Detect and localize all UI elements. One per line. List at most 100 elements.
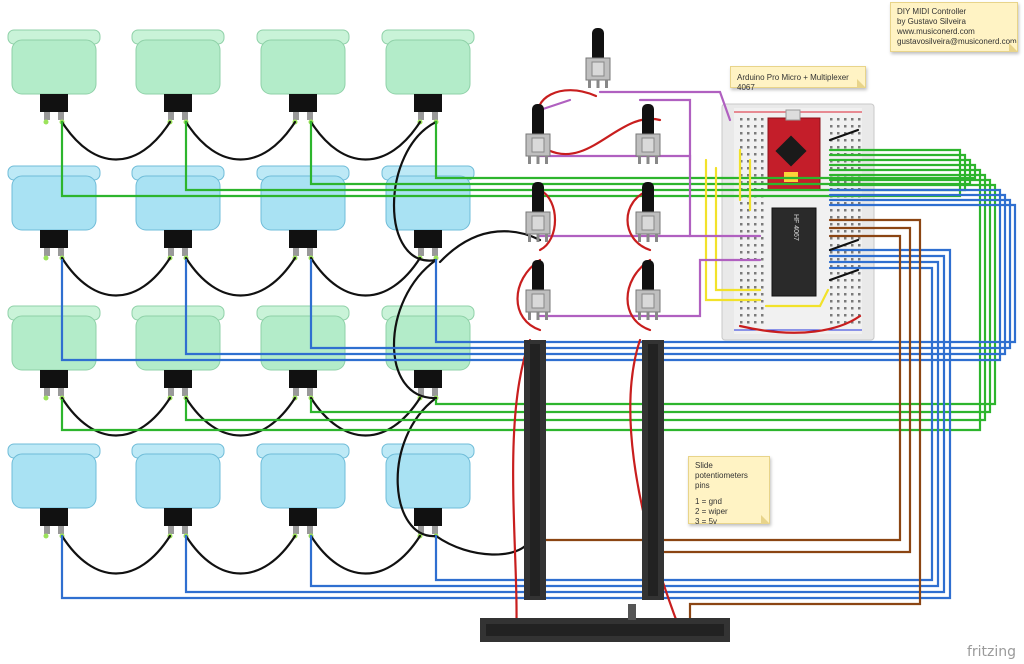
signal-wire-blue (184, 254, 946, 594)
yellow-wire (764, 288, 830, 308)
breadboard-hole (740, 132, 743, 135)
arcade-button-r3-c1[interactable] (7, 305, 101, 401)
power-wire-red (738, 314, 862, 334)
breadboard-hole (858, 244, 861, 247)
arcade-button-r2-c2[interactable] (131, 165, 225, 261)
breadboard-hole (761, 160, 764, 163)
breadboard-hole (837, 258, 840, 261)
breadboard-hole (754, 321, 757, 324)
breadboard-hole (747, 223, 750, 226)
arcade-button-r2-c1[interactable] (7, 165, 101, 261)
breadboard-hole (858, 125, 861, 128)
arcade-button-r3-c2[interactable] (131, 305, 225, 401)
breadboard-hole (740, 139, 743, 142)
breadboard-hole (747, 286, 750, 289)
breadboard-hole (754, 174, 757, 177)
rotary-potentiometer-6[interactable] (525, 260, 551, 320)
breadboard-hole (747, 209, 750, 212)
project-author: by Gustavo Silveira (897, 17, 966, 26)
board-note: Arduino Pro Micro + Multiplexer 4067 (730, 66, 866, 92)
rotary-potentiometer-4[interactable] (525, 182, 551, 242)
breadboard-hole (740, 216, 743, 219)
rotary-potentiometer-3[interactable] (635, 104, 661, 164)
breadboard-hole (761, 293, 764, 296)
breadboard-hole (851, 223, 854, 226)
breadboard-hole (761, 153, 764, 156)
breadboard-hole (754, 209, 757, 212)
breadboard-hole (740, 167, 743, 170)
breadboard-hole (761, 307, 764, 310)
breadboard-hole (754, 230, 757, 233)
power-wire-red (626, 258, 652, 332)
breadboard-hole (740, 237, 743, 240)
arcade-button-r1-c2[interactable] (131, 29, 225, 125)
breadboard-hole (837, 244, 840, 247)
breadboard-hole (754, 160, 757, 163)
pot-wire-purple (538, 98, 572, 112)
breadboard-hole (740, 300, 743, 303)
arcade-button-r3-c3[interactable] (256, 305, 350, 401)
breadboard-hole (844, 314, 847, 317)
breadboard-hole (851, 118, 854, 121)
arcade-button-r4-c2[interactable] (131, 443, 225, 539)
breadboard-hole (858, 272, 861, 275)
signal-wire-blue (184, 193, 1007, 356)
arcade-button-r1-c1[interactable] (7, 29, 101, 125)
breadboard-hole (761, 244, 764, 247)
breadboard-hole (754, 139, 757, 142)
breadboard-hole (858, 265, 861, 268)
breadboard-hole (754, 314, 757, 317)
breadboard-hole (761, 300, 764, 303)
breadboard-hole (747, 181, 750, 184)
breadboard-hole (747, 118, 750, 121)
pot-wire-purple (538, 258, 762, 318)
breadboard-hole (837, 307, 840, 310)
arcade-button-r1-c3[interactable] (256, 29, 350, 125)
multiplexer-chip[interactable]: HF 4067 (771, 207, 817, 297)
slide-note-pin1: 1 = gnd (695, 497, 722, 506)
breadboard-hole (761, 286, 764, 289)
slide-pot-left[interactable] (524, 340, 546, 600)
arcade-button-r4-c4[interactable] (381, 443, 475, 539)
arcade-button-r4-c1[interactable] (7, 443, 101, 539)
arcade-button-r1-c4[interactable] (381, 29, 475, 125)
arcade-button-r2-c3[interactable] (256, 165, 350, 261)
chip-label: HF 4067 (792, 214, 799, 241)
breadboard-hole (747, 174, 750, 177)
wiper-wire-brown (658, 226, 912, 554)
breadboard-hole (761, 132, 764, 135)
ground-wire (184, 534, 297, 575)
breadboard-hole (837, 272, 840, 275)
rotary-potentiometer-2[interactable] (525, 104, 551, 164)
breadboard-hole (830, 314, 833, 317)
breadboard-hole (851, 237, 854, 240)
slide-pot-bottom[interactable] (480, 604, 730, 642)
breadboard-hole (754, 293, 757, 296)
project-email: gustavosilveira@musiconerd.com (897, 37, 1017, 46)
breadboard-hole (851, 300, 854, 303)
breadboard-hole (844, 167, 847, 170)
breadboard-hole (747, 132, 750, 135)
breadboard-hole (747, 160, 750, 163)
rotary-potentiometer-1[interactable] (585, 28, 611, 88)
breadboard-hole (747, 314, 750, 317)
breadboard-hole (858, 293, 861, 296)
breadboard-hole (851, 216, 854, 219)
breadboard-hole (740, 153, 743, 156)
breadboard-hole (830, 251, 833, 254)
fritzing-watermark: fritzing (966, 644, 1016, 660)
arcade-button-r3-c4[interactable] (381, 305, 475, 401)
slide-pot-right[interactable] (642, 340, 664, 600)
rotary-potentiometer-7[interactable] (635, 260, 661, 320)
arcade-button-r4-c3[interactable] (256, 443, 350, 539)
slide-note-title: Slide potentiometers (695, 461, 748, 480)
breadboard-hole (851, 293, 854, 296)
breadboard-hole (858, 251, 861, 254)
signal-wire-green (184, 173, 987, 422)
rotary-potentiometer-5[interactable] (635, 182, 661, 242)
breadboard-hole (754, 307, 757, 310)
arcade-buttons (7, 29, 475, 539)
breadboard-hole (858, 321, 861, 324)
ground-wire (393, 258, 438, 400)
